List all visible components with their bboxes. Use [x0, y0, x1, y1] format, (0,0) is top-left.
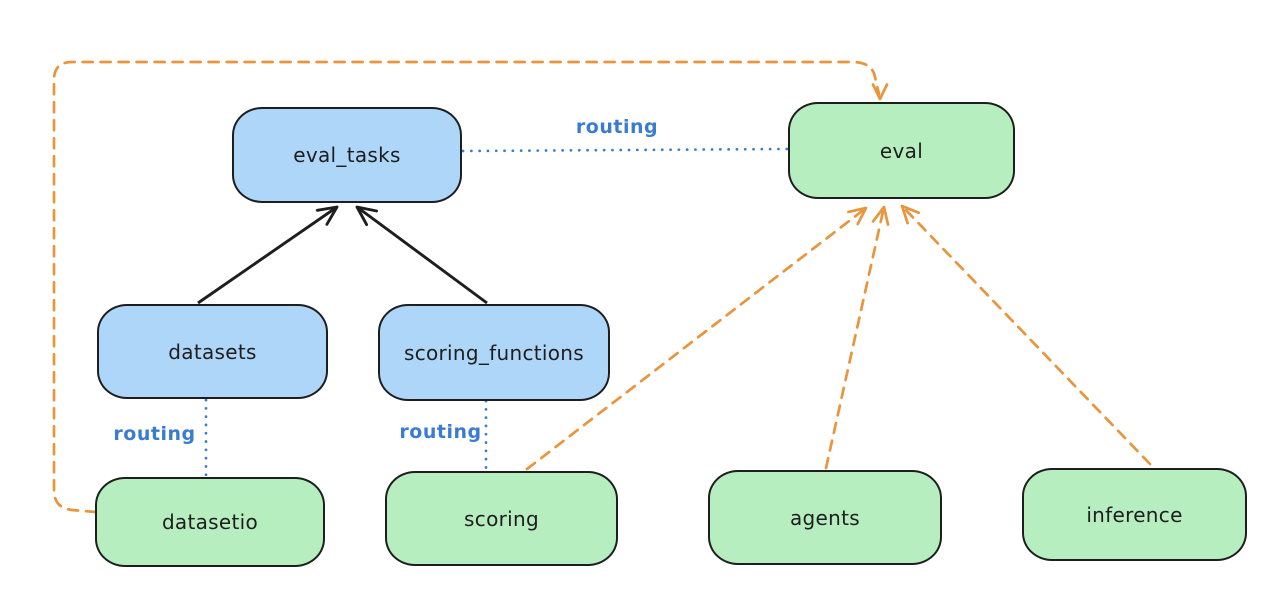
- node-label: scoring_functions: [403, 340, 585, 365]
- edge-routing-eval-tasks-to-eval: [461, 147, 789, 153]
- edge-line: [356, 205, 488, 305]
- edge-agents-to-eval: [824, 205, 890, 470]
- node-scoring: scoring: [385, 471, 618, 566]
- edge-line: [52, 60, 881, 514]
- node-label: datasets: [168, 339, 257, 364]
- node-datasetio: datasetio: [95, 477, 325, 567]
- node-label: datasetio: [161, 510, 259, 534]
- node-eval: eval: [788, 102, 1015, 199]
- node-scoring-functions: scoring_functions: [378, 304, 610, 401]
- arrowhead-icon: [847, 206, 868, 226]
- node-agents: agents: [708, 470, 942, 565]
- edge-inference-to-eval: [900, 204, 1152, 466]
- routing-label-eval-tasks-eval: routing: [575, 116, 659, 138]
- arrowhead-icon: [355, 205, 379, 227]
- arrowhead-icon: [315, 205, 339, 226]
- node-label: scoring: [464, 506, 539, 531]
- node-datasets: datasets: [97, 304, 328, 399]
- edge-line: [197, 205, 338, 305]
- node-label: eval_tasks: [293, 143, 401, 167]
- node-label: eval: [879, 138, 924, 163]
- edge-scoring-to-eval: [525, 206, 868, 471]
- edge-line: [525, 206, 868, 471]
- node-inference: inference: [1022, 468, 1247, 561]
- arrowhead-icon: [871, 83, 889, 101]
- edge-datasets-to-eval-tasks: [197, 205, 339, 305]
- routing-label-datasets-datasetio: routing: [113, 423, 196, 445]
- edge-scoring-functions-to-eval-tasks: [355, 205, 488, 305]
- routing-label-scoring-functions-scoring: routing: [399, 421, 482, 443]
- node-label: inference: [1086, 502, 1183, 527]
- edge-line: [824, 205, 886, 470]
- node-label: agents: [790, 505, 860, 530]
- arrowhead-icon: [871, 205, 890, 226]
- node-eval-tasks: eval_tasks: [232, 107, 462, 203]
- edge-line: [900, 204, 1152, 466]
- arrowhead-icon: [900, 204, 921, 225]
- edge-datasetio-to-eval: [52, 60, 889, 514]
